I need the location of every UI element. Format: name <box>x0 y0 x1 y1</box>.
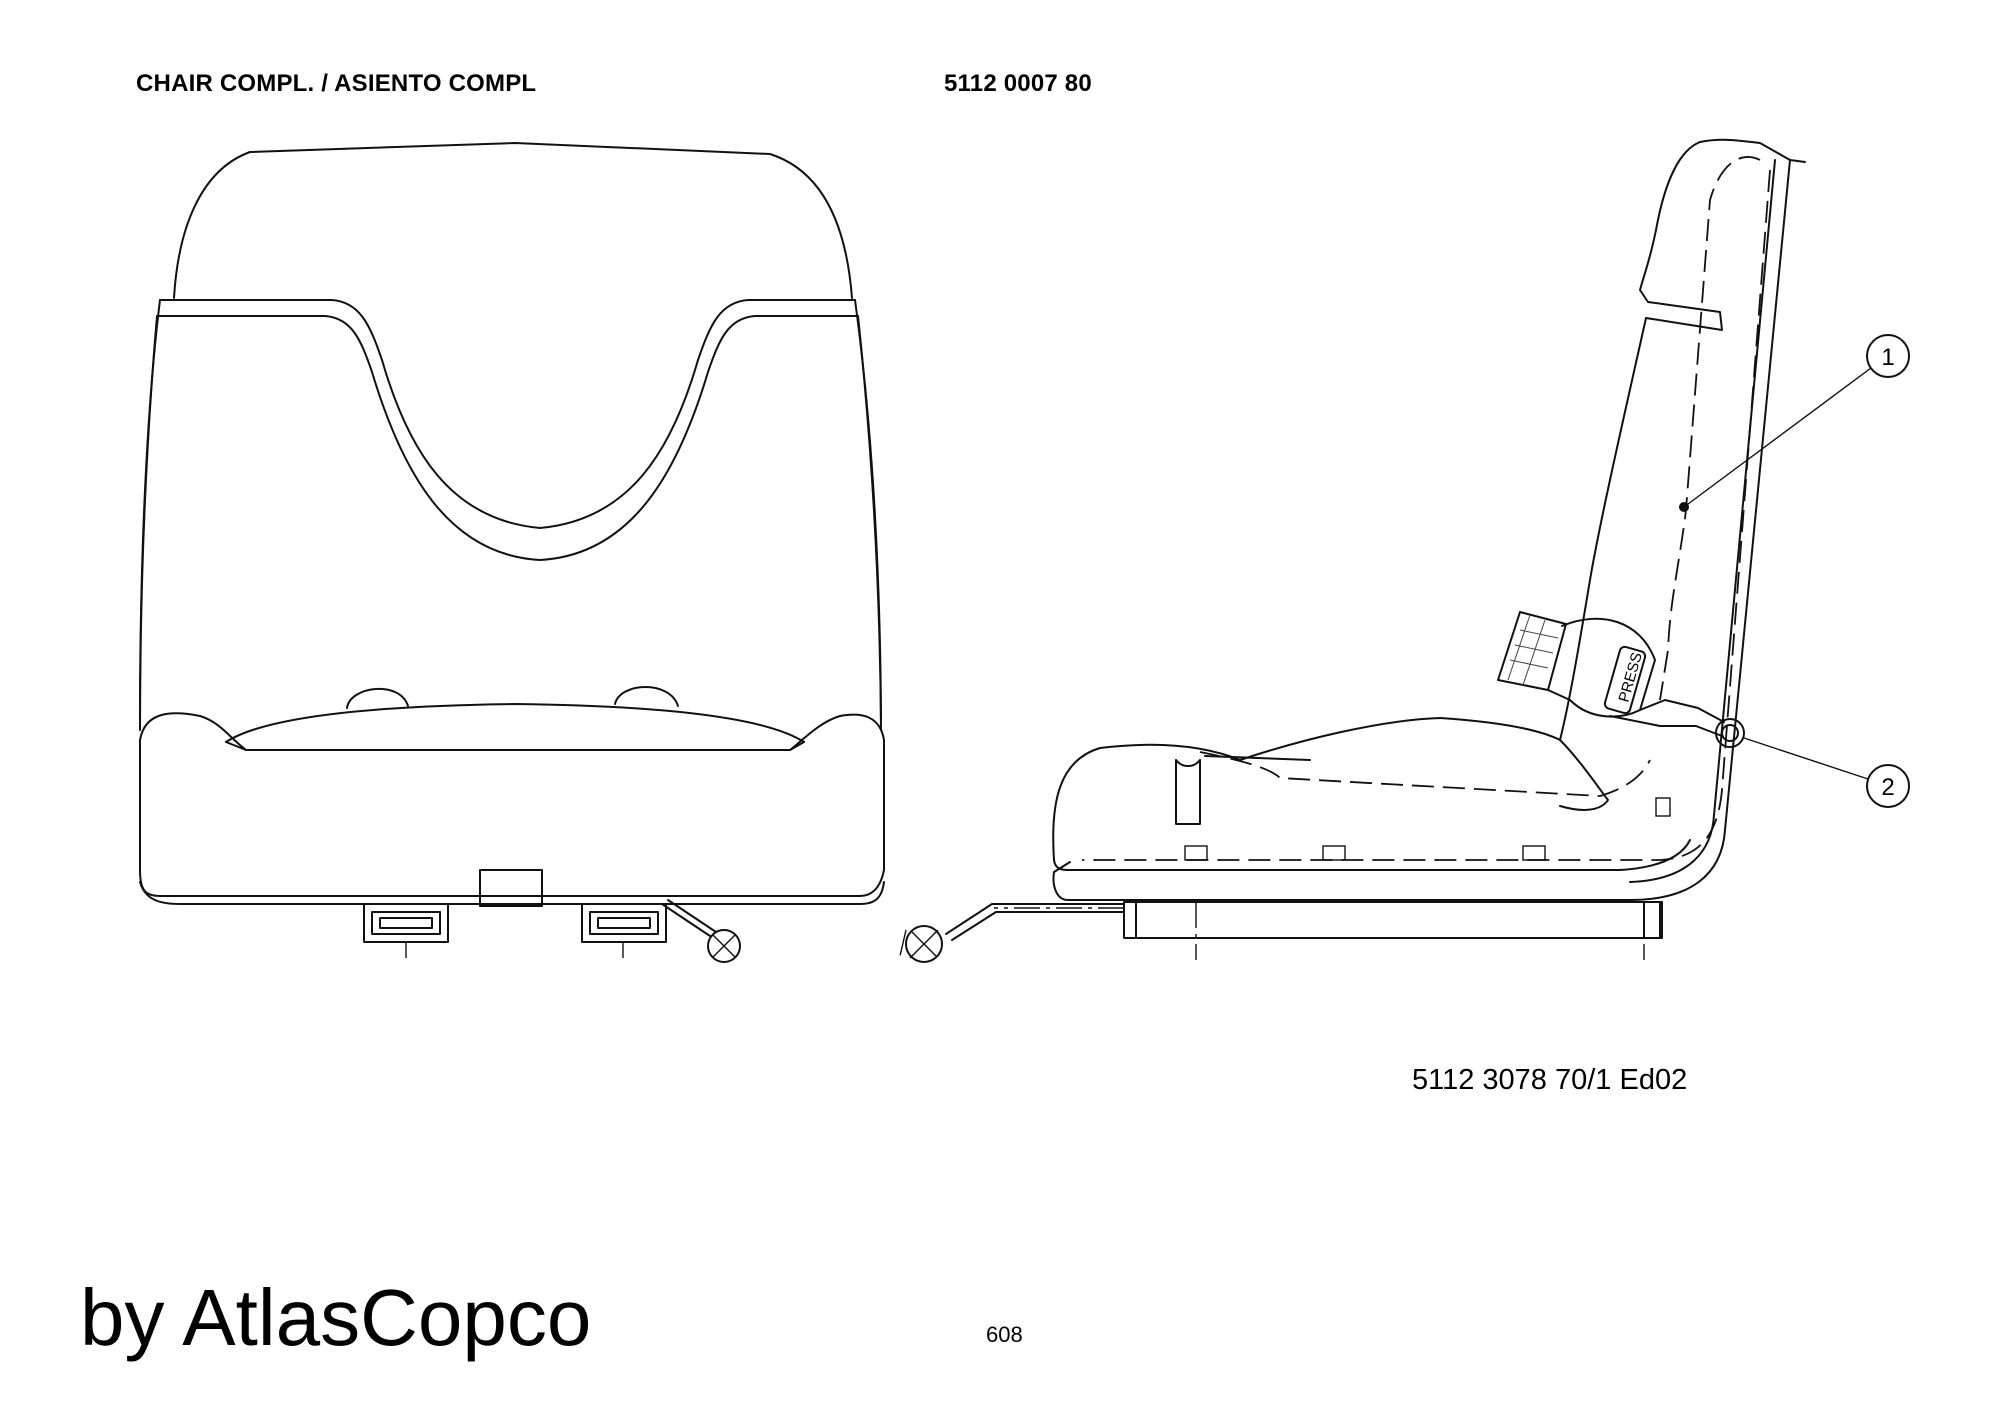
side-backrest <box>1052 159 1791 901</box>
part-number: 5112 0007 80 <box>944 70 1092 97</box>
seat-side-view: PRESS <box>899 138 1806 963</box>
page-number: 608 <box>986 1322 1023 1347</box>
buckle-label: PRESS <box>1616 651 1646 705</box>
side-bolts <box>1184 797 1671 861</box>
front-adjust-lever <box>661 899 741 963</box>
side-base-frame <box>1123 901 1663 960</box>
front-center-clip <box>479 869 543 907</box>
side-seat-cushion <box>1052 717 1609 861</box>
brand-text: by AtlasCopco <box>80 1273 592 1362</box>
side-adjust-lever <box>899 903 1125 963</box>
document-reference: 5112 3078 70/1 Ed02 <box>1412 1064 1688 1096</box>
drawing-title: CHAIR COMPL. / ASIENTO COMPL <box>136 70 537 97</box>
front-rail-left <box>363 903 449 958</box>
seat-front-view <box>139 142 885 963</box>
front-seat-cushion <box>139 712 885 897</box>
front-rail-right <box>581 903 667 958</box>
callout-2: 2 <box>1743 737 1910 808</box>
callout-2-label: 2 <box>1881 774 1894 801</box>
seat-belt-buckle: PRESS <box>1497 611 1745 748</box>
callout-1-label: 1 <box>1881 344 1894 371</box>
front-backrest-top <box>173 142 853 299</box>
callout-1: 1 <box>1679 334 1910 512</box>
